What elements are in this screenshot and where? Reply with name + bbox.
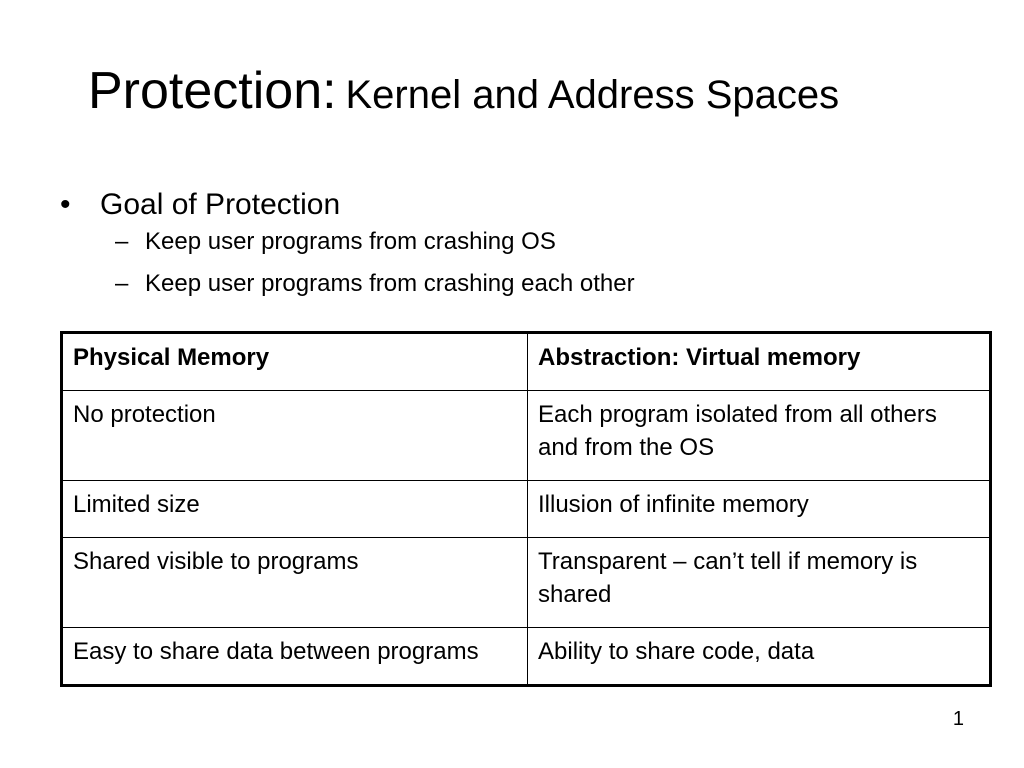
title-main: Protection: bbox=[88, 62, 337, 120]
bullet-text: Goal of Protection bbox=[100, 188, 341, 221]
title-sub: Kernel and Address Spaces bbox=[345, 73, 840, 117]
slide-title: Protection: Kernel and Address Spaces bbox=[88, 62, 839, 122]
table-header-row: Physical Memory Abstraction: Virtual mem… bbox=[61, 332, 991, 391]
sub-bullet-text: Keep user programs from crashing OS bbox=[145, 228, 556, 255]
table-cell: No protection bbox=[61, 390, 528, 481]
sub-bullet-marker: – bbox=[115, 270, 129, 297]
table-cell: Illusion of infinite memory bbox=[527, 480, 991, 538]
table-row: Limited size Illusion of infinite memory bbox=[61, 480, 991, 538]
sub-bullet-marker: – bbox=[115, 228, 129, 255]
bullet-item: • Goal of Protection bbox=[60, 185, 960, 227]
table-cell: Limited size bbox=[61, 480, 528, 538]
bullet-list: • Goal of Protection – Keep user program… bbox=[60, 185, 960, 311]
sub-bullet-text: Keep user programs from crashing each ot… bbox=[145, 270, 635, 297]
table-cell: Each program isolated from all others an… bbox=[527, 390, 991, 481]
sub-bullet-item: – Keep user programs from crashing OS bbox=[60, 227, 960, 269]
sub-bullet-item: – Keep user programs from crashing each … bbox=[60, 269, 960, 311]
table-header-cell: Physical Memory bbox=[61, 332, 528, 391]
table-cell: Ability to share code, data bbox=[527, 627, 991, 686]
table-cell: Easy to share data between programs bbox=[61, 627, 528, 686]
table-cell: Transparent – can’t tell if memory is sh… bbox=[527, 537, 991, 628]
table-row: Shared visible to programs Transparent –… bbox=[61, 537, 991, 628]
bullet-marker: • bbox=[60, 188, 71, 221]
table-cell: Shared visible to programs bbox=[61, 537, 528, 628]
table-row: No protection Each program isolated from… bbox=[61, 390, 991, 481]
table-header-cell: Abstraction: Virtual memory bbox=[527, 332, 991, 391]
table-row: Easy to share data between programs Abil… bbox=[61, 627, 991, 686]
page-number: 1 bbox=[952, 708, 964, 730]
comparison-table: Physical Memory Abstraction: Virtual mem… bbox=[60, 331, 992, 687]
